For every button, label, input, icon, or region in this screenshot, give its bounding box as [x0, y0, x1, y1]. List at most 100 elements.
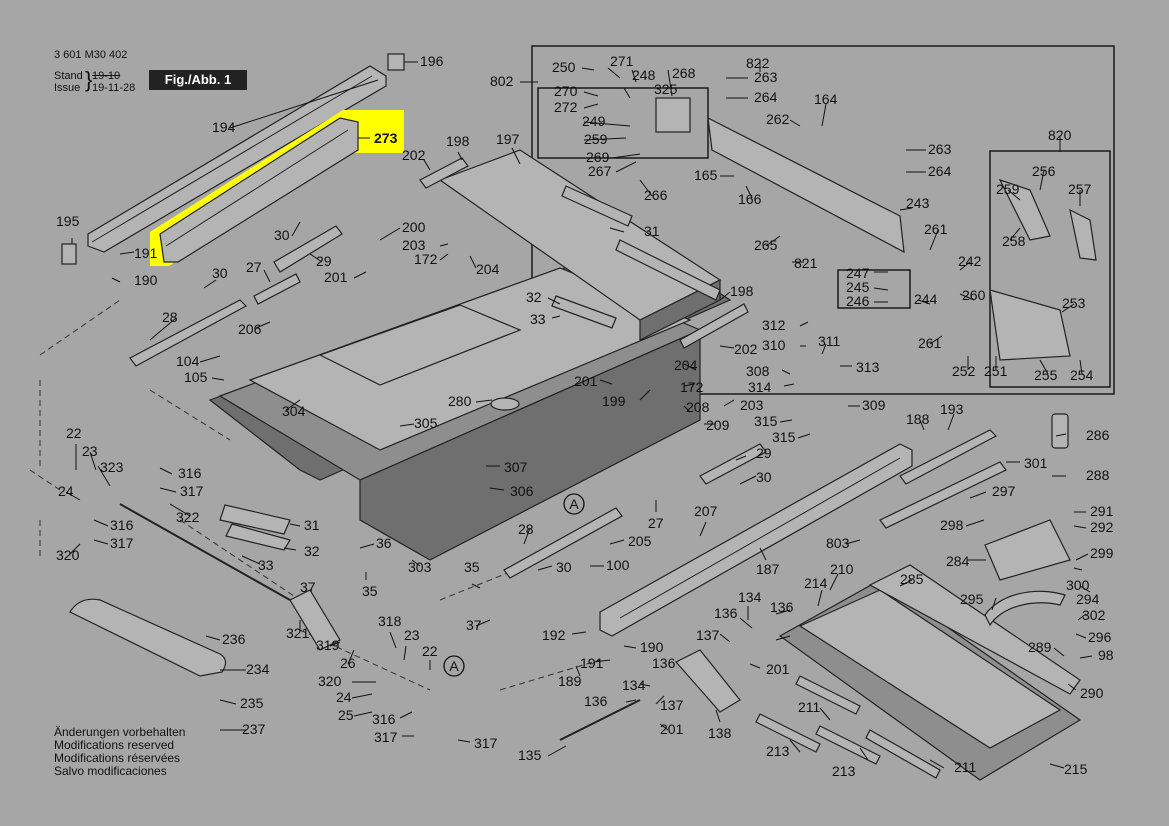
callout-273: 273: [374, 130, 398, 146]
throat-plate: [318, 304, 522, 386]
callout-263-a: 263: [754, 69, 778, 85]
callout-237: 237: [242, 721, 266, 737]
callout-822: 822: [746, 55, 770, 71]
callout-257: 257: [1068, 181, 1092, 197]
rail-273: [159, 117, 359, 263]
callout-211-b: 211: [954, 759, 977, 775]
callout-35-a: 35: [362, 583, 378, 599]
callout-309: 309: [862, 397, 886, 413]
callout-306: 306: [510, 483, 534, 499]
rail-285: [868, 564, 1081, 695]
callout-294: 294: [1076, 591, 1100, 607]
callout-188: 188: [906, 411, 930, 427]
callout-259-a: 259: [584, 131, 608, 147]
table-side: [359, 329, 701, 561]
callout-264-a: 264: [754, 89, 778, 105]
callout-308: 308: [746, 363, 770, 379]
callout-36: 36: [376, 535, 392, 551]
callout-303: 303: [408, 559, 432, 575]
issue-label: Issue: [54, 82, 81, 94]
marker-a-circle-1: [563, 493, 585, 515]
callout-197: 197: [496, 131, 520, 147]
rail-28a: [129, 299, 247, 367]
callout-31-a: 31: [644, 223, 660, 239]
callout-201-a: 201: [324, 269, 348, 285]
callout-204-a: 204: [476, 261, 500, 277]
callout-316-c: 316: [372, 711, 396, 727]
rail-194-edge: [91, 75, 373, 243]
part-198b: [679, 303, 749, 349]
marker-a-circle-2: [443, 655, 465, 677]
callout-32-b: 32: [304, 543, 320, 559]
callout-803: 803: [826, 535, 850, 551]
callout-37-b: 37: [466, 617, 482, 633]
callout-210: 210: [830, 561, 854, 577]
part-198a: [419, 157, 469, 189]
callout-105: 105: [184, 369, 208, 385]
callout-305: 305: [414, 415, 438, 431]
note-line: Änderungen vorbehalten: [54, 725, 186, 739]
callout-247: 247: [846, 265, 870, 281]
part-321: [289, 589, 341, 651]
rail-207-scale: [619, 457, 901, 619]
callout-317-c: 317: [374, 729, 398, 745]
callout-312: 312: [762, 317, 786, 333]
part-196: [387, 53, 405, 71]
callout-172-a: 172: [414, 251, 438, 267]
stand-value: 19-10: [92, 70, 121, 82]
callout-198-a: 198: [446, 133, 470, 149]
callout-280: 280: [448, 393, 472, 409]
callout-190-b: 190: [640, 639, 664, 655]
callout-30-b: 30: [212, 265, 228, 281]
part-213a: [755, 713, 821, 753]
callout-30-a: 30: [274, 227, 290, 243]
callout-802: 802: [490, 73, 514, 89]
callout-209: 209: [706, 417, 730, 433]
callout-317-a: 317: [180, 483, 204, 499]
callout-261-b: 261: [918, 335, 942, 351]
callout-138: 138: [708, 725, 732, 741]
callout-164: 164: [814, 91, 838, 107]
callout-318: 318: [378, 613, 402, 629]
figure-label: Fig./Abb. 1: [149, 70, 247, 90]
callout-31-b: 31: [304, 517, 320, 533]
callout-28-b: 28: [518, 521, 534, 537]
callout-202-a: 202: [402, 147, 426, 163]
callout-187: 187: [756, 561, 780, 577]
callout-192: 192: [542, 627, 566, 643]
callout-214: 214: [804, 575, 828, 591]
callout-204-b: 204: [674, 357, 698, 373]
callout-284: 284: [946, 553, 970, 569]
callout-313: 313: [856, 359, 880, 375]
callout-195: 195: [56, 213, 80, 229]
callout-262: 262: [766, 111, 790, 127]
callout-250: 250: [552, 59, 576, 75]
callout-190: 190: [134, 272, 158, 288]
callout-100: 100: [606, 557, 630, 573]
callout-203-a: 203: [402, 237, 426, 253]
stand-label: Stand: [54, 70, 83, 82]
callout-166: 166: [738, 191, 762, 207]
callout-191: 191: [134, 245, 158, 261]
callout-300: 300: [1066, 577, 1090, 593]
callout-248: 248: [632, 67, 656, 83]
callout-206: 206: [238, 321, 262, 337]
callout-295: 295: [960, 591, 984, 607]
frame-820: [989, 150, 1111, 388]
callout-301: 301: [1024, 455, 1048, 471]
part-297-rail: [879, 461, 1007, 529]
callout-24-a: 24: [58, 483, 74, 499]
callout-307: 307: [504, 459, 528, 475]
callout-256: 256: [1032, 163, 1056, 179]
callout-22-a: 22: [66, 425, 82, 441]
callout-320-a: 320: [56, 547, 80, 563]
callout-137-a: 137: [696, 627, 720, 643]
part-301-rail: [899, 429, 997, 485]
callout-260: 260: [962, 287, 986, 303]
callout-201-d: 201: [660, 721, 684, 737]
callout-215: 215: [1064, 761, 1088, 777]
callout-288: 288: [1086, 467, 1110, 483]
callout-268: 268: [672, 65, 696, 81]
callout-29-a: 29: [316, 253, 332, 269]
